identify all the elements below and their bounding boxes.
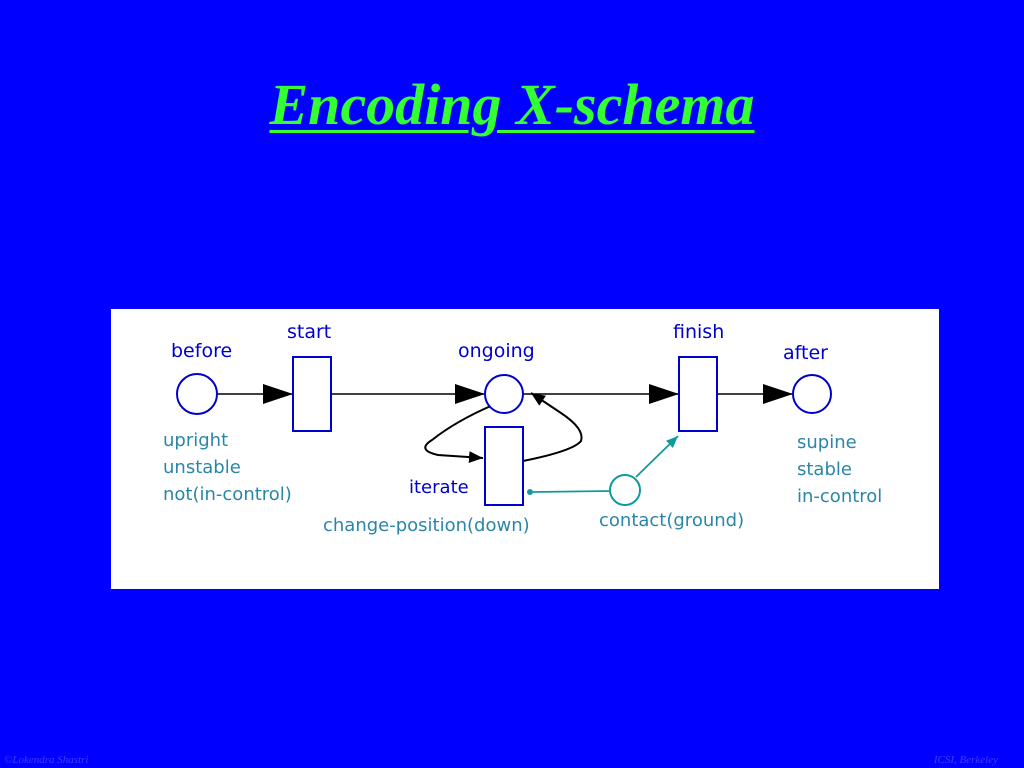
transition-finish bbox=[678, 356, 718, 432]
transition-start bbox=[292, 356, 332, 432]
xschema-diagram: before start ongoing finish after iterat… bbox=[111, 309, 939, 589]
label-iterate: iterate bbox=[409, 477, 469, 498]
place-ongoing bbox=[484, 374, 524, 414]
label-iterate-action: change-position(down) bbox=[323, 515, 530, 536]
before-state-3: not(in-control) bbox=[163, 484, 292, 505]
place-contact bbox=[609, 474, 641, 506]
label-ongoing: ongoing bbox=[458, 340, 535, 362]
label-before: before bbox=[171, 340, 232, 362]
arc-iterate-ongoing bbox=[522, 392, 583, 462]
footer-institution: ICSI, Berkeley bbox=[933, 754, 998, 766]
arc-iterate-contact bbox=[532, 490, 612, 493]
label-start: start bbox=[287, 321, 331, 343]
place-before bbox=[176, 373, 218, 415]
footer-author: ©Lokendra Shastri bbox=[4, 754, 89, 766]
after-state-2: stable bbox=[797, 459, 852, 480]
arc-contact-finish bbox=[635, 435, 679, 478]
slide-title: Encoding X-schema bbox=[269, 72, 755, 137]
before-state-2: unstable bbox=[163, 457, 241, 478]
after-state-1: supine bbox=[797, 432, 857, 453]
xschema-svg: before start ongoing finish after iterat… bbox=[163, 321, 882, 536]
before-state-1: upright bbox=[163, 430, 228, 451]
place-after bbox=[792, 374, 832, 414]
label-contact: contact(ground) bbox=[599, 510, 744, 531]
arc-ongoing-iterate bbox=[424, 404, 494, 464]
contact-dot bbox=[527, 489, 533, 495]
label-finish: finish bbox=[673, 321, 724, 343]
after-state-3: in-control bbox=[797, 486, 882, 507]
transition-iterate bbox=[484, 426, 524, 506]
label-after: after bbox=[783, 342, 828, 364]
